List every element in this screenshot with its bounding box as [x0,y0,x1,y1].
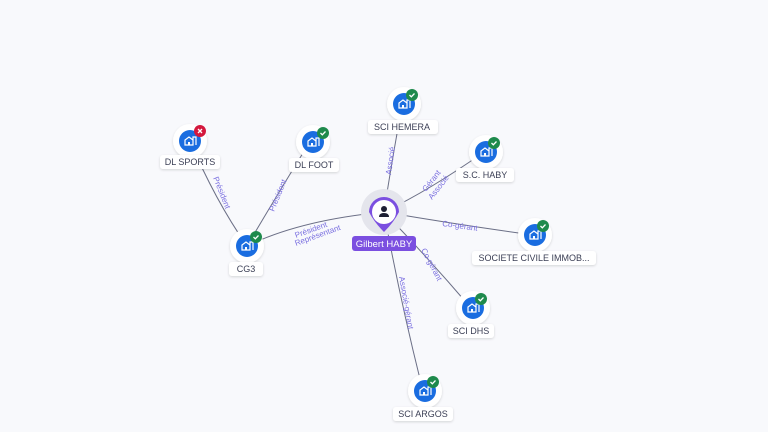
node-label: DL FOOT [295,160,334,170]
node-label: SOCIETE CIVILE IMMOB... [478,253,589,263]
edge-label: Président [268,177,289,212]
node-label: SCI DHS [453,326,490,336]
person-node-center[interactable]: Gilbert HABY [352,189,416,251]
node-label: CG3 [237,264,256,274]
edge-label: Associé [384,146,397,176]
company-node-dl-foot[interactable]: DL FOOT [289,125,339,172]
node-label: SCI HEMERA [374,122,430,132]
company-node-cg3[interactable]: CG3 [229,229,264,276]
edge-label: Co-gérant [442,219,479,233]
edge-label: Co-gérant [419,247,444,283]
company-node-societe-civile[interactable]: SOCIETE CIVILE IMMOB... [472,218,596,265]
company-node-dl-sports[interactable]: DL SPORTS [160,124,220,169]
company-node-sci-argos[interactable]: SCI ARGOS [393,374,453,421]
company-node-sci-dhs[interactable]: SCI DHS [448,291,494,338]
node-label: DL SPORTS [165,157,216,167]
center-label: Gilbert HABY [356,239,413,250]
company-node-sc-haby[interactable]: S.C. HABY [456,135,514,182]
company-node-sci-hemera[interactable]: SCI HEMERA [368,87,438,134]
node-label: SCI ARGOS [398,409,448,419]
edge-label: Associé-gérant [397,276,415,331]
person-icon [379,206,389,217]
node-label: S.C. HABY [463,170,508,180]
